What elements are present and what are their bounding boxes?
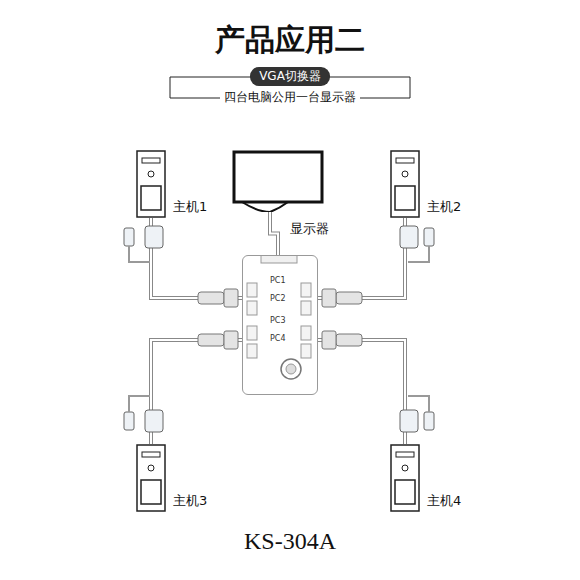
host-node: 主机1 — [136, 150, 209, 218]
vga-plug — [336, 292, 362, 304]
port-label: PC2 — [270, 294, 286, 303]
switch-box: PC1PC2PC3PC4 — [242, 255, 318, 395]
usb-plug — [124, 412, 134, 430]
vga-plug — [198, 334, 224, 346]
pc-tower — [390, 150, 420, 218]
vga-plug — [400, 410, 418, 432]
pc-panel — [141, 186, 161, 210]
port-label: PC3 — [270, 316, 286, 325]
pc-button — [148, 171, 154, 177]
port-label: PC4 — [270, 334, 286, 343]
monitor-node: 显示器 — [228, 150, 328, 212]
vga-port — [301, 301, 311, 315]
pc-tower — [136, 150, 166, 218]
pc-panel — [141, 480, 161, 504]
vga-plug — [198, 292, 224, 304]
monitor-screen — [234, 152, 322, 202]
vga-cable — [270, 212, 278, 255]
pc-button — [402, 465, 408, 471]
cable-group — [151, 212, 405, 444]
vga-plug — [145, 226, 163, 248]
vga-cable — [318, 218, 405, 298]
usb-plug — [424, 228, 434, 246]
host-node: 主机2 — [390, 150, 463, 218]
vga-plug — [336, 334, 362, 346]
switch-button — [286, 364, 296, 374]
usb-cable — [129, 246, 150, 262]
vga-port — [247, 301, 257, 315]
cable-outline — [151, 340, 242, 444]
host-label: 主机4 — [427, 492, 461, 510]
usb-plug — [124, 228, 134, 246]
pc-plugs — [124, 226, 434, 432]
pc-case — [391, 445, 419, 511]
vga-plug — [322, 289, 336, 307]
vga-plug — [224, 331, 238, 349]
pc-case — [137, 151, 165, 217]
usb-plug — [424, 412, 434, 430]
vga-cable — [318, 340, 405, 444]
switch-button — [281, 359, 301, 379]
cable-outline — [318, 340, 405, 444]
vga-port — [247, 283, 257, 297]
vga-port — [301, 326, 311, 340]
pc-drive — [396, 452, 414, 457]
pc-case — [391, 151, 419, 217]
cable-outline — [318, 218, 405, 298]
usb-cable — [408, 396, 429, 412]
vga-cable — [151, 340, 242, 444]
vga-plug — [400, 226, 418, 248]
vga-port — [247, 344, 257, 358]
pc-panel — [395, 186, 415, 210]
usb-cable — [408, 246, 429, 262]
vga-plugs — [198, 289, 362, 349]
pc-tower — [390, 444, 420, 512]
vga-plug — [224, 289, 238, 307]
pc-tower — [136, 444, 166, 512]
vga-port — [301, 283, 311, 297]
pc-button — [402, 171, 408, 177]
cable-outline — [270, 212, 278, 255]
pc-case — [137, 445, 165, 511]
title-badge: VGA切换器 — [250, 67, 330, 86]
vga-port — [247, 326, 257, 340]
host-label: 主机3 — [173, 492, 207, 510]
pc-button — [148, 465, 154, 471]
vga-plug — [145, 410, 163, 432]
device-label: 显示器 — [290, 220, 329, 238]
badge-text: VGA切换器 — [259, 69, 321, 83]
port-label: PC1 — [270, 276, 286, 285]
pc-drive — [142, 452, 160, 457]
title: 产品应用二 — [0, 20, 580, 61]
pc-drive — [142, 158, 160, 163]
subtitle: 四台电脑公用一台显示器 — [220, 89, 360, 106]
host-node: 主机4 — [390, 444, 463, 512]
monitor-stand — [242, 202, 288, 212]
pc-panel — [395, 480, 415, 504]
pc-drive — [396, 158, 414, 163]
usb-cable — [129, 396, 150, 412]
host-label: 主机1 — [173, 198, 207, 216]
monitor-symbol — [228, 150, 328, 212]
vga-port — [301, 344, 311, 358]
vga-plug — [322, 331, 336, 349]
model-caption: KS-304A — [0, 528, 580, 555]
host-node: 主机3 — [136, 444, 209, 512]
vga-cable — [151, 218, 242, 298]
cable-outline — [151, 218, 242, 298]
host-label: 主机2 — [427, 198, 461, 216]
monitor-port — [261, 256, 297, 263]
